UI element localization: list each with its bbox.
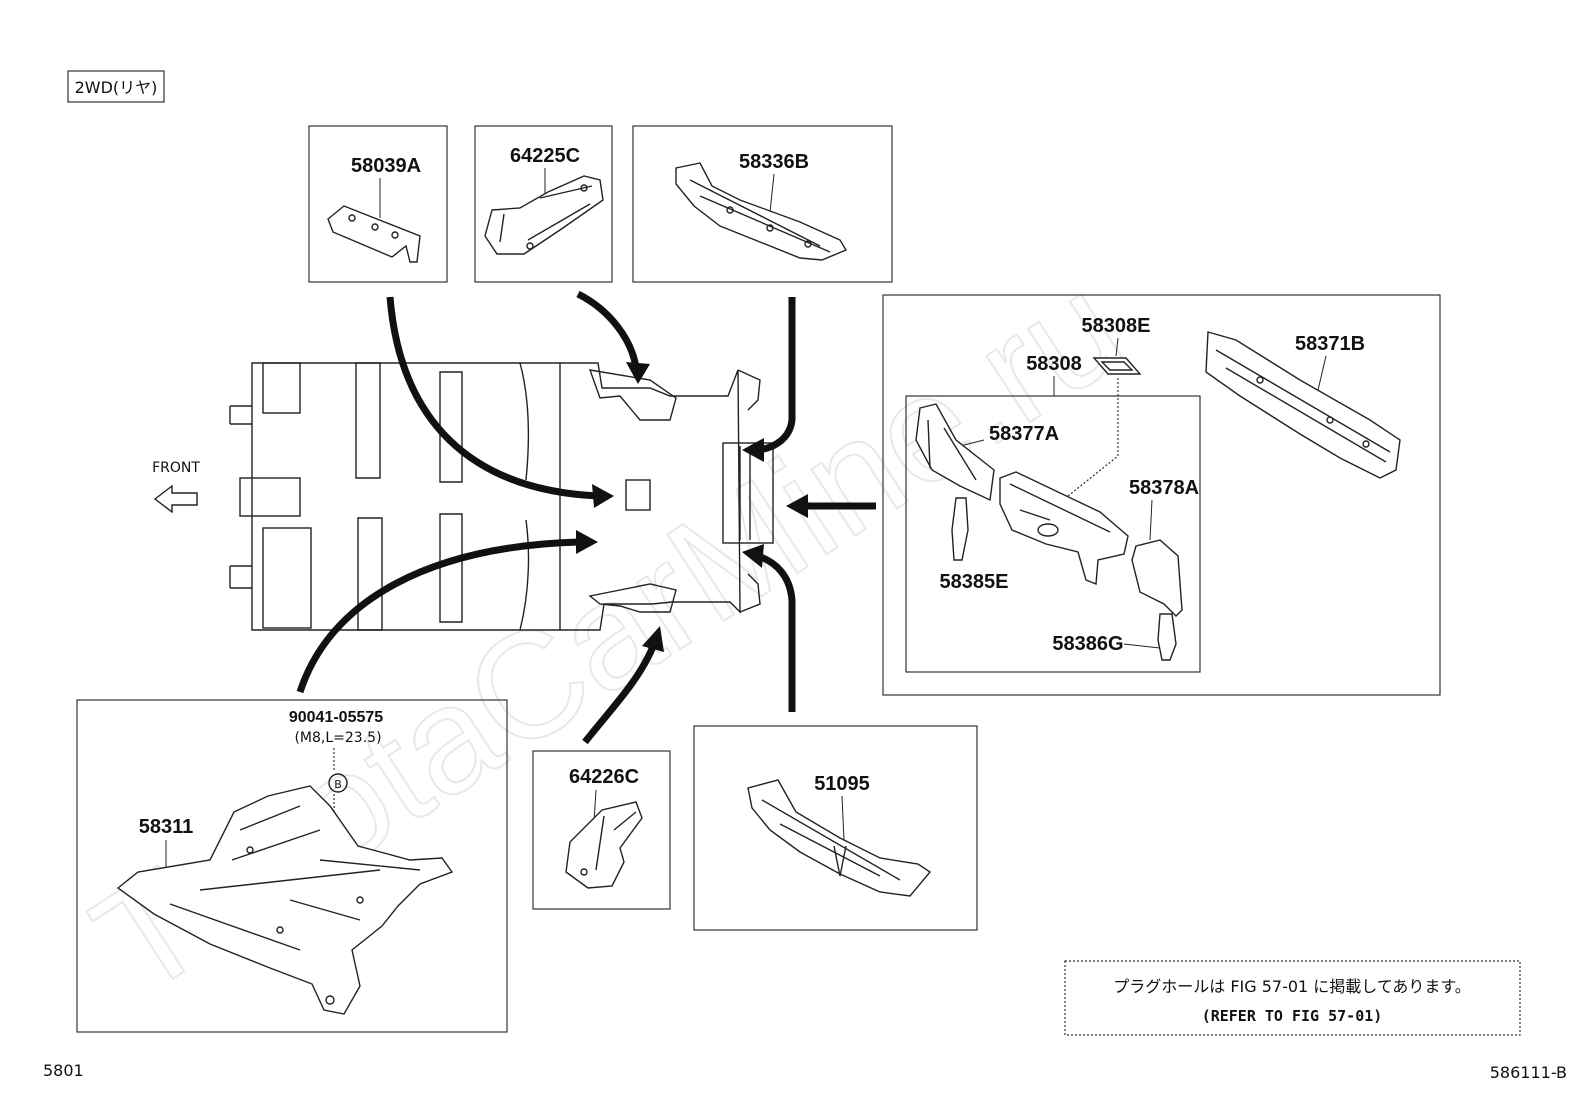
part-label-58308: 58308	[1026, 353, 1082, 375]
page-number: 5801	[43, 1061, 84, 1080]
reference-mark-b-icon	[328, 773, 348, 793]
part-label-58308E: 58308E	[1082, 315, 1151, 337]
member-58308-part	[999, 471, 1129, 586]
figure-code: 586111-B	[1490, 1063, 1567, 1082]
pointer-arrows	[296, 290, 876, 745]
crossmember-58336B-part	[675, 162, 848, 261]
part-label-58377A: 58377A	[989, 423, 1059, 445]
part-label-51095: 51095	[814, 773, 870, 795]
part-label-64226C: 64226C	[569, 766, 639, 788]
reference-mark-b: B	[334, 778, 342, 791]
rear-floor-pan-58311-part	[116, 785, 454, 1015]
box-51095[interactable]: 51095	[693, 725, 978, 931]
note-line-2: (REFER TO FIG 57-01)	[1202, 1007, 1383, 1025]
variant-tag-text: 2WD(リヤ)	[75, 78, 158, 97]
part-label-58039A: 58039A	[351, 155, 421, 177]
bracket-58039A-part	[327, 205, 421, 263]
box-rear-panel-group[interactable]: 58308E 58308 58371B 58377A 58378A 58385E…	[882, 294, 1441, 696]
brace-58385E-part	[951, 497, 969, 561]
part-label-90041-05575: 90041-05575	[289, 709, 383, 726]
panel-64226C-part	[565, 801, 643, 889]
front-label: FRONT	[152, 460, 200, 476]
part-label-58378A: 58378A	[1129, 477, 1199, 499]
bracket-58378A-part	[1131, 539, 1183, 617]
rear-crossmember-slot	[722, 442, 774, 544]
bolt-spec: (M8,L=23.5)	[294, 730, 381, 746]
box-58311[interactable]: 90041-05575 (M8,L=23.5) B 58311	[76, 699, 508, 1033]
floor-plan: FRONT	[152, 362, 774, 631]
note-line-1: プラグホールは FIG 57-01 に掲載してあります。	[1113, 977, 1471, 996]
part-label-58371B: 58371B	[1295, 333, 1365, 355]
variant-tag: 2WD(リヤ)	[67, 70, 165, 103]
front-arrow-icon	[153, 484, 198, 514]
box-64225C[interactable]: 64225C	[474, 125, 613, 283]
bracket-58377A-part	[915, 403, 995, 502]
part-label-58386G: 58386G	[1052, 633, 1123, 655]
box-58336B[interactable]: 58336B	[632, 125, 893, 283]
part-label-58311: 58311	[139, 816, 194, 838]
box-64226C[interactable]: 64226C	[532, 750, 671, 910]
part-label-64225C: 64225C	[510, 145, 580, 167]
crossmember-51095-part	[747, 779, 932, 897]
box-58039A[interactable]: 58039A	[308, 125, 448, 283]
note-box: プラグホールは FIG 57-01 に掲載してあります。 (REFER TO F…	[1064, 960, 1521, 1036]
brace-58386G-part	[1157, 613, 1177, 661]
panel-64225C-part	[484, 175, 604, 255]
part-label-58336B: 58336B	[739, 151, 809, 173]
part-label-58385E: 58385E	[940, 571, 1009, 593]
